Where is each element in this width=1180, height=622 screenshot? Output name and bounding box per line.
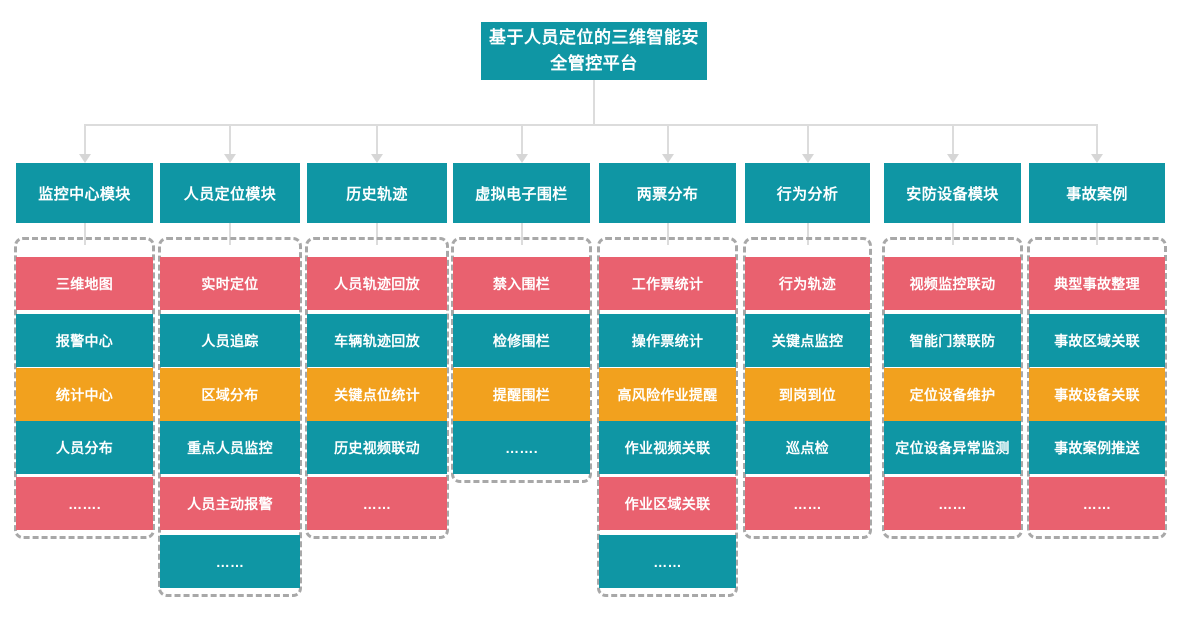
module-header-8[interactable]: 事故案例 — [1029, 163, 1165, 223]
header-drop-connector-4 — [520, 124, 523, 154]
module-group-7 — [882, 237, 1023, 539]
root-trunk-connector — [593, 80, 595, 124]
feature-box-c4-r2[interactable]: 检修围栏 — [453, 314, 590, 367]
group-link-connector-1 — [83, 223, 86, 245]
feature-box-c6-r4[interactable]: 巡点检 — [745, 421, 870, 474]
module-header-5[interactable]: 两票分布 — [599, 163, 736, 223]
group-link-connector-2 — [229, 223, 231, 245]
header-drop-arrow-3 — [371, 154, 383, 163]
feature-box-c3-r3[interactable]: 关键点位统计 — [307, 368, 447, 421]
header-drop-connector-6 — [806, 124, 809, 154]
feature-box-c5-r5[interactable]: 作业区域关联 — [599, 477, 736, 530]
module-header-2[interactable]: 人员定位模块 — [160, 163, 300, 223]
module-header-6[interactable]: 行为分析 — [745, 163, 870, 223]
header-drop-arrow-6 — [801, 154, 814, 163]
header-drop-connector-5 — [666, 124, 669, 154]
feature-box-c7-r5[interactable]: …… — [884, 477, 1021, 530]
feature-box-c8-r2[interactable]: 事故区域关联 — [1029, 314, 1165, 367]
feature-box-c7-r1[interactable]: 视频监控联动 — [884, 257, 1021, 310]
feature-box-c7-r3[interactable]: 定位设备维护 — [884, 368, 1021, 421]
header-drop-connector-8 — [1096, 124, 1098, 154]
module-group-6 — [743, 237, 872, 539]
platform-title: 基于人员定位的三维智能安全管控平台 — [481, 22, 707, 80]
module-group-1 — [14, 237, 155, 539]
header-drop-connector-3 — [376, 124, 378, 154]
feature-box-c8-r4[interactable]: 事故案例推送 — [1029, 421, 1165, 474]
module-header-4[interactable]: 虚拟电子围栏 — [453, 163, 590, 223]
feature-box-c2-r4[interactable]: 重点人员监控 — [160, 421, 300, 474]
header-drop-arrow-7 — [946, 154, 959, 163]
feature-box-c6-r5[interactable]: …… — [745, 477, 870, 530]
feature-box-c4-r4[interactable]: ……. — [453, 421, 590, 474]
module-header-1[interactable]: 监控中心模块 — [16, 163, 153, 223]
feature-box-c5-r2[interactable]: 操作票统计 — [599, 314, 736, 367]
group-link-connector-4 — [520, 223, 523, 245]
feature-box-c5-r4[interactable]: 作业视频关联 — [599, 421, 736, 474]
header-drop-arrow-8 — [1091, 154, 1103, 163]
feature-box-c7-r4[interactable]: 定位设备异常监测 — [884, 421, 1021, 474]
feature-box-c6-r3[interactable]: 到岗到位 — [745, 368, 870, 421]
feature-box-c5-r1[interactable]: 工作票统计 — [599, 257, 736, 310]
feature-box-c1-r4[interactable]: 人员分布 — [16, 421, 153, 474]
feature-box-c2-r5[interactable]: 人员主动报警 — [160, 477, 300, 530]
feature-box-c2-r6[interactable]: …… — [160, 535, 300, 588]
module-header-7[interactable]: 安防设备模块 — [884, 163, 1021, 223]
header-drop-arrow-4 — [515, 154, 528, 163]
feature-box-c4-r1[interactable]: 禁入围栏 — [453, 257, 590, 310]
header-drop-arrow-5 — [661, 154, 674, 163]
module-group-3 — [305, 237, 449, 539]
header-drop-connector-7 — [951, 124, 954, 154]
horizontal-bus-connector — [84, 124, 1097, 126]
module-group-4 — [451, 237, 592, 483]
feature-box-c5-r3[interactable]: 高风险作业提醒 — [599, 368, 736, 421]
feature-box-c2-r1[interactable]: 实时定位 — [160, 257, 300, 310]
feature-box-c1-r2[interactable]: 报警中心 — [16, 314, 153, 367]
group-link-connector-3 — [376, 223, 378, 245]
feature-box-c5-r6[interactable]: …… — [599, 535, 736, 588]
group-link-connector-6 — [806, 223, 809, 245]
feature-box-c2-r3[interactable]: 区域分布 — [160, 368, 300, 421]
header-drop-connector-2 — [229, 124, 231, 154]
module-group-2 — [158, 237, 302, 597]
module-group-5 — [597, 237, 738, 597]
module-header-3[interactable]: 历史轨迹 — [307, 163, 447, 223]
group-link-connector-5 — [666, 223, 669, 245]
feature-box-c8-r3[interactable]: 事故设备关联 — [1029, 368, 1165, 421]
feature-box-c3-r1[interactable]: 人员轨迹回放 — [307, 257, 447, 310]
feature-box-c6-r2[interactable]: 关键点监控 — [745, 314, 870, 367]
header-drop-arrow-1 — [78, 154, 91, 163]
header-drop-connector-1 — [83, 124, 86, 154]
group-link-connector-8 — [1096, 223, 1098, 245]
feature-box-c3-r5[interactable]: …… — [307, 477, 447, 530]
feature-box-c7-r2[interactable]: 智能门禁联防 — [884, 314, 1021, 367]
feature-box-c3-r2[interactable]: 车辆轨迹回放 — [307, 314, 447, 367]
feature-box-c4-r3[interactable]: 提醒围栏 — [453, 368, 590, 421]
module-group-8 — [1027, 237, 1167, 539]
feature-box-c8-r1[interactable]: 典型事故整理 — [1029, 257, 1165, 310]
group-link-connector-7 — [951, 223, 954, 245]
feature-box-c1-r1[interactable]: 三维地图 — [16, 257, 153, 310]
feature-box-c1-r5[interactable]: ……. — [16, 477, 153, 530]
feature-box-c1-r3[interactable]: 统计中心 — [16, 368, 153, 421]
header-drop-arrow-2 — [224, 154, 236, 163]
feature-box-c6-r1[interactable]: 行为轨迹 — [745, 257, 870, 310]
feature-box-c2-r2[interactable]: 人员追踪 — [160, 314, 300, 367]
feature-box-c8-r5[interactable]: …… — [1029, 477, 1165, 530]
feature-box-c3-r4[interactable]: 历史视频联动 — [307, 421, 447, 474]
